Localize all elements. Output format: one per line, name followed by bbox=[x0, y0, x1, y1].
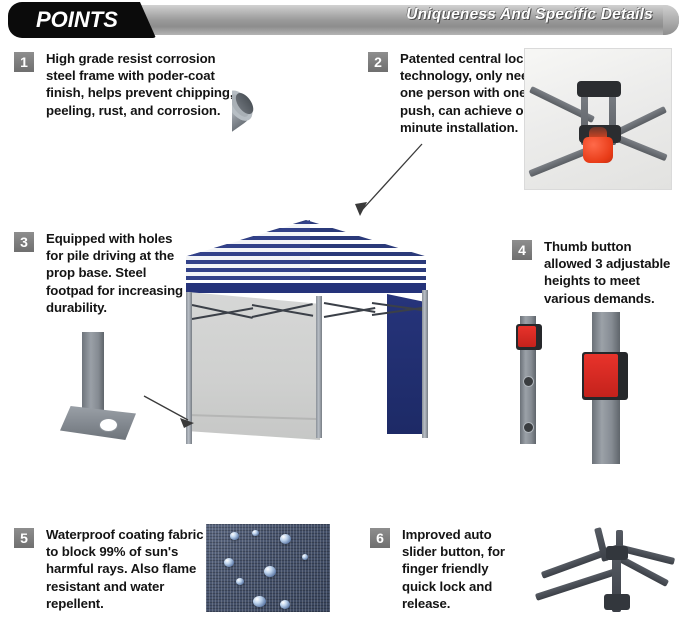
canopy-back-wall bbox=[387, 294, 427, 434]
point-text-2: Patented central lock technology, only n… bbox=[400, 51, 539, 135]
point-item-1: 1 High grade resist corrosion steel fram… bbox=[14, 50, 246, 119]
point-text-4: Thumb button allowed 3 adjustable height… bbox=[544, 239, 671, 306]
lock-release-knob bbox=[583, 137, 613, 163]
leg-height-hole-1 bbox=[523, 376, 534, 387]
slider-strut-right bbox=[616, 530, 623, 560]
point-number-badge-2: 2 bbox=[368, 52, 388, 72]
point-text-3: Equipped with holes for pile driving at … bbox=[46, 231, 184, 315]
water-droplet bbox=[264, 566, 276, 577]
point-text-6: Improved auto slider button, for finger … bbox=[402, 527, 505, 611]
waterproof-fabric-photo bbox=[206, 524, 330, 612]
canopy-leg-front-left bbox=[186, 292, 192, 444]
leg-height-hole-2 bbox=[523, 422, 534, 433]
water-droplet bbox=[253, 596, 266, 607]
water-droplet bbox=[252, 530, 259, 536]
point-item-5: 5 Waterproof coating fabric to block 99%… bbox=[14, 526, 204, 612]
points-badge-label-wrap: POINTS bbox=[8, 2, 156, 38]
steel-footpad-photo bbox=[44, 330, 164, 448]
point-item-4: 4 Thumb button allowed 3 adjustable heig… bbox=[512, 238, 672, 307]
point-text-1: High grade resist corrosion steel frame … bbox=[46, 51, 234, 118]
arrow-to-canopy-peak bbox=[355, 143, 423, 216]
water-droplet bbox=[224, 558, 234, 567]
points-label: POINTS bbox=[36, 7, 118, 32]
lock-upper-hub bbox=[577, 81, 621, 97]
point-item-2: 2 Patented central lock technology, only… bbox=[368, 50, 540, 136]
canopy-valance bbox=[186, 280, 426, 296]
point-item-3: 3 Equipped with holes for pile driving a… bbox=[14, 230, 184, 316]
canopy-leg-back-right bbox=[422, 290, 428, 438]
point-number-badge-1: 1 bbox=[14, 52, 34, 72]
header: Uniqueness And Specific Details POINTS bbox=[0, 2, 679, 38]
point-number-badge-6: 6 bbox=[370, 528, 390, 548]
header-title: Uniqueness And Specific Details bbox=[406, 6, 653, 23]
thumb-button-small bbox=[518, 326, 536, 347]
water-droplet bbox=[280, 534, 291, 544]
point-number-badge-4: 4 bbox=[512, 240, 532, 260]
arrow-to-canopy-leg bbox=[143, 395, 194, 428]
thumb-button-photo bbox=[506, 312, 676, 464]
slider-upper-hub bbox=[606, 546, 628, 560]
footpad-pile-hole bbox=[99, 418, 118, 432]
thumb-button-large bbox=[584, 354, 618, 397]
auto-slider-button bbox=[604, 594, 630, 610]
canopy-leg-middle bbox=[316, 296, 322, 438]
point-number-badge-3: 3 bbox=[14, 232, 34, 252]
slider-center-pole bbox=[612, 550, 621, 612]
water-droplet bbox=[302, 554, 308, 560]
pop-up-canopy-tent-photo bbox=[182, 218, 430, 466]
points-badge bbox=[8, 2, 156, 38]
point-number-badge-5: 5 bbox=[14, 528, 34, 548]
point-item-6: 6 Improved auto slider button, for finge… bbox=[370, 526, 520, 612]
water-droplet bbox=[230, 532, 239, 540]
water-droplet bbox=[236, 578, 244, 585]
lock-center-strut-2 bbox=[609, 89, 616, 145]
central-lock-photo bbox=[524, 48, 672, 190]
water-droplet bbox=[280, 600, 290, 609]
footpad-plate bbox=[60, 406, 136, 440]
auto-slider-photo bbox=[532, 520, 676, 616]
point-text-5: Waterproof coating fabric to block 99% o… bbox=[46, 527, 204, 611]
footpad-post bbox=[82, 332, 104, 412]
lock-center-strut bbox=[581, 89, 588, 145]
